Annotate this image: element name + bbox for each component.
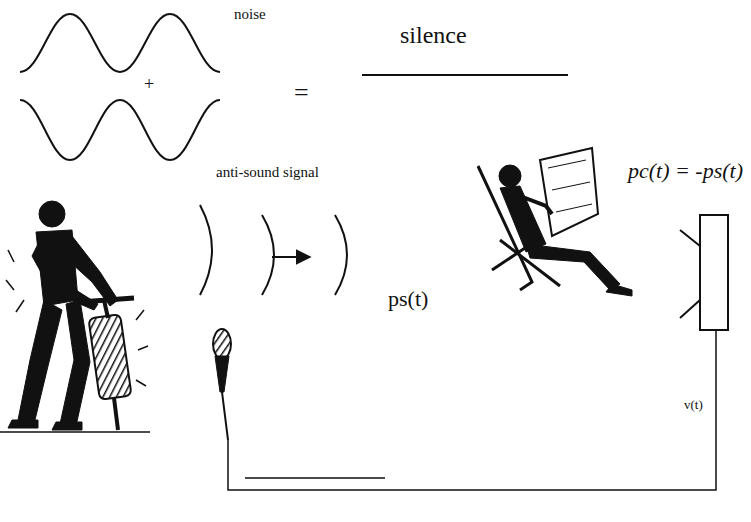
equals-sign: = [292, 78, 311, 108]
sound-waves [200, 205, 347, 295]
signal-wire [228, 330, 716, 490]
jackhammer-worker [0, 201, 150, 432]
signal-name: v(t) [682, 398, 705, 413]
silence-line [362, 74, 568, 76]
anti-sound-wave [20, 100, 220, 160]
signal-name: ps(t) [386, 286, 430, 311]
microphone [213, 329, 231, 440]
seated-listener [478, 148, 632, 296]
result-label: silence [398, 22, 469, 50]
wave-label: noise [232, 6, 268, 23]
wave-label: anti-sound signal [214, 164, 321, 181]
loudspeaker [680, 215, 728, 330]
noise-wave [20, 14, 220, 72]
plus-sign: + [142, 74, 156, 95]
control-equation: pc(t) = -ps(t) [626, 158, 745, 183]
